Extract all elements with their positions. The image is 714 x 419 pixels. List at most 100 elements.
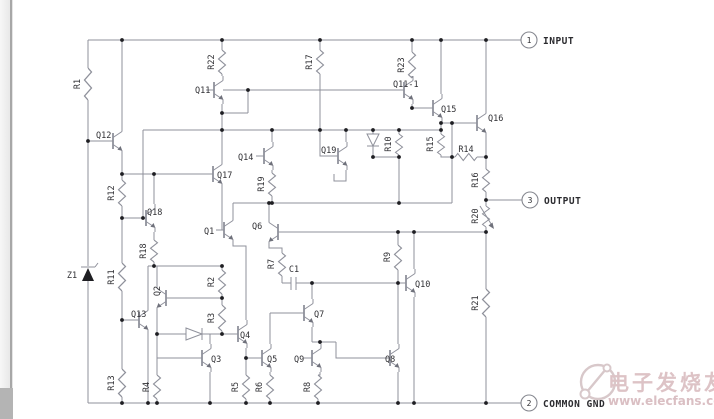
junction-dots [86, 38, 488, 405]
label-Q8: Q8 [385, 355, 395, 365]
wires [87, 39, 522, 404]
resistor-R3 [217, 304, 227, 332]
transistor-Q3 [193, 343, 213, 373]
label-Z1: Z1 [67, 271, 77, 281]
resistor-R2 [217, 269, 227, 295]
label-R18: R18 [139, 243, 149, 258]
label-Q4: Q4 [240, 331, 250, 341]
label-R16: R16 [471, 172, 481, 187]
terminal-2-label: COMMON GND [543, 399, 605, 410]
label-R2: R2 [207, 277, 217, 287]
label-R11: R11 [107, 269, 117, 284]
resistor-R5 [241, 374, 251, 400]
resistor-R1 [83, 67, 93, 101]
label-R9: R9 [383, 252, 393, 262]
label-R23: R23 [397, 57, 407, 72]
label-Q7: Q7 [314, 310, 324, 320]
label-Q13: Q13 [131, 310, 146, 320]
label-Q10: Q10 [415, 280, 430, 290]
resistor-R15 [436, 133, 446, 156]
transistor-Q1 [215, 215, 235, 245]
resistor-R8 [313, 374, 323, 400]
transistor-Q15 [424, 93, 444, 123]
terminal-2-number: 2 [527, 399, 532, 408]
terminal-2-circle [520, 394, 538, 412]
label-Q16: Q16 [488, 114, 503, 124]
transistor-Q6 [267, 217, 287, 247]
resistor-R9 [393, 244, 403, 271]
label-Q15: Q15 [441, 105, 456, 115]
label-R19: R19 [257, 176, 267, 191]
diode-bias [185, 327, 204, 341]
label-Q11: Q11 [195, 86, 210, 96]
label-R1: R1 [73, 79, 83, 89]
resistor-R13 [117, 368, 127, 398]
terminal-3-number: 3 [528, 196, 533, 205]
label-Q19: Q19 [321, 146, 336, 156]
label-R4: R4 [142, 382, 152, 392]
label-R15: R15 [426, 136, 436, 151]
resistor-R22 [217, 49, 227, 75]
watermark-brand: 电子发烧友 [608, 371, 714, 395]
label-C1: C1 [289, 265, 299, 275]
resistors [83, 49, 494, 400]
zener-Z1 [81, 262, 99, 281]
terminal-1-circle [520, 31, 538, 49]
label-R3: R3 [207, 313, 217, 323]
label-Q14: Q14 [238, 153, 253, 163]
resistor-R23 [407, 51, 417, 79]
terminal-1-number: 1 [527, 36, 532, 45]
capacitor-C1 [290, 277, 297, 290]
label-Q3: Q3 [211, 355, 221, 365]
watermark: 电子发烧友 www.elecfans.com [579, 363, 714, 408]
label-R12: R12 [107, 185, 117, 200]
label-R21: R21 [471, 295, 481, 310]
watermark-url: www.elecfans.com [608, 394, 714, 408]
window-edge-line [10, 0, 12, 419]
label-R14: R14 [458, 145, 473, 155]
resistor-R21 [481, 288, 491, 318]
label-R17: R17 [305, 54, 315, 69]
transistor-Q14 [255, 141, 275, 171]
resistor-R11 [117, 262, 127, 292]
resistor-R17 [315, 49, 325, 75]
resistor-R19 [267, 172, 277, 197]
transistor-Q9 [303, 343, 323, 373]
resistor-R12 [117, 179, 127, 207]
label-Q6: Q6 [252, 222, 262, 232]
label-Q18: Q18 [147, 208, 162, 218]
window-edge-bottom [0, 388, 13, 419]
label-Q11-1: Q11-1 [393, 80, 419, 90]
component-labels: R1 R22 R17 R23 R12 R18 R11 R13 R4 R2 R3 … [67, 54, 503, 392]
transistor-Q10 [397, 268, 417, 298]
label-R7: R7 [267, 259, 277, 269]
label-R13: R13 [107, 375, 117, 390]
label-R10: R10 [384, 136, 394, 151]
transistor-Q16 [468, 108, 488, 138]
elecfans-logo [579, 363, 617, 401]
label-Q5: Q5 [267, 355, 277, 365]
power-rails [88, 39, 521, 404]
resistor-R18 [149, 239, 159, 263]
diode-mid [366, 133, 380, 148]
resistor-R4 [152, 374, 162, 400]
resistor-R7 [277, 252, 287, 277]
label-Q1: Q1 [204, 227, 214, 237]
resistor-R20-variable [479, 205, 494, 229]
resistor-R16 [481, 168, 491, 193]
window-edge-strip [0, 0, 13, 419]
label-R8: R8 [303, 382, 313, 392]
terminal-output: 3 OUTPUT [521, 191, 581, 209]
terminal-3-circle [521, 191, 539, 209]
terminal-input: 1 INPUT [520, 31, 574, 49]
label-R5: R5 [231, 382, 241, 392]
label-Q9: Q9 [294, 355, 304, 365]
label-Q12: Q12 [96, 131, 111, 141]
terminal-common: 2 COMMON GND [520, 394, 605, 412]
label-R22: R22 [207, 54, 217, 69]
resistor-R10 [394, 133, 404, 156]
terminal-3-label: OUTPUT [544, 196, 581, 207]
transistor-Q7 [295, 298, 315, 328]
resistor-R6 [265, 374, 275, 400]
